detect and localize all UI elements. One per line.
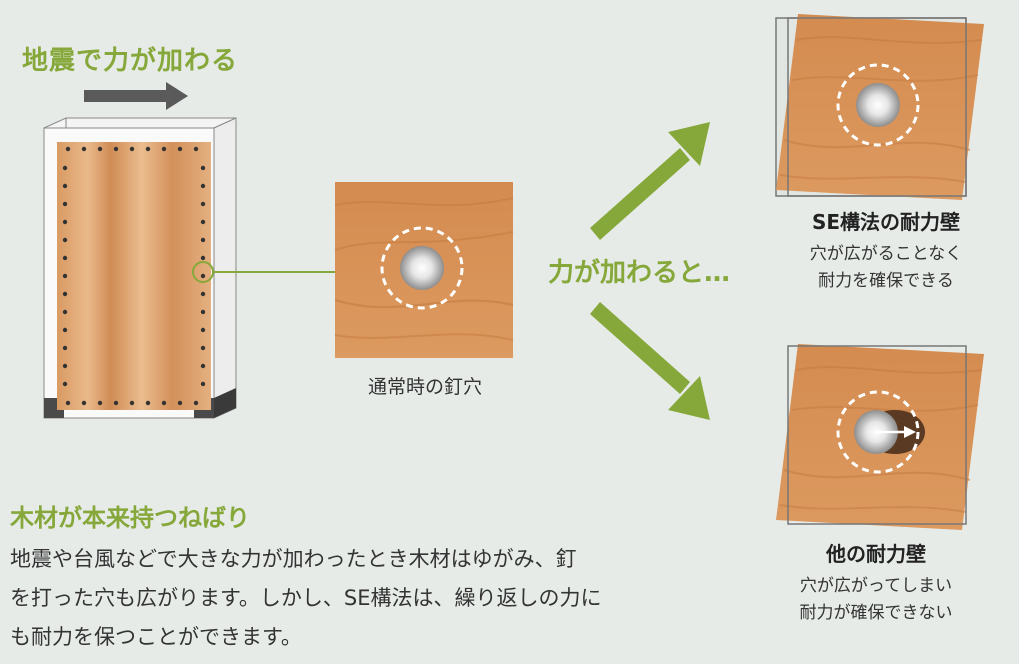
se-caption-line-2: 耐力を確保できる xyxy=(818,271,954,291)
explanation-line-2: を打った穴も広がります。しかし、SE構法は、繰り返しの力に xyxy=(10,586,602,610)
arrow-down xyxy=(590,302,710,420)
explanation-body: 地震や台風などで大きな力が加わったとき木材はゆがみ、釘 を打った穴も広がります。… xyxy=(10,540,710,657)
se-caption-title: SE構法の耐力壁 xyxy=(811,210,961,234)
explanation-line-1: 地震や台風などで大きな力が加わったとき木材はゆがみ、釘 xyxy=(10,547,577,571)
se-caption: SE構法の耐力壁 穴が広がることなく 耐力を確保できる xyxy=(776,206,996,295)
explanation-line-3: も耐力を保つことができます。 xyxy=(10,625,302,649)
se-result-block xyxy=(775,14,984,200)
se-caption-line-1: 穴が広がることなく xyxy=(809,244,963,264)
other-caption: 他の耐力壁 穴が広がってしまい 耐力が確保できない xyxy=(766,538,986,627)
normal-hole-block xyxy=(334,182,514,358)
when-force-label: 力が加わると… xyxy=(548,258,731,288)
nail-dots xyxy=(62,146,206,406)
explanation-heading: 木材が本来持つねばり xyxy=(10,504,250,532)
other-result-block xyxy=(776,344,984,530)
arrow-up xyxy=(590,122,710,240)
other-caption-line-2: 耐力が確保できない xyxy=(799,603,953,623)
force-title: 地震で力が加わる xyxy=(22,46,239,76)
wall-panel xyxy=(43,117,335,419)
other-caption-line-1: 穴が広がってしまい xyxy=(799,576,953,596)
normal-hole-caption: 通常時の釘穴 xyxy=(367,376,482,398)
other-caption-title: 他の耐力壁 xyxy=(826,542,926,566)
force-arrow xyxy=(84,82,188,110)
